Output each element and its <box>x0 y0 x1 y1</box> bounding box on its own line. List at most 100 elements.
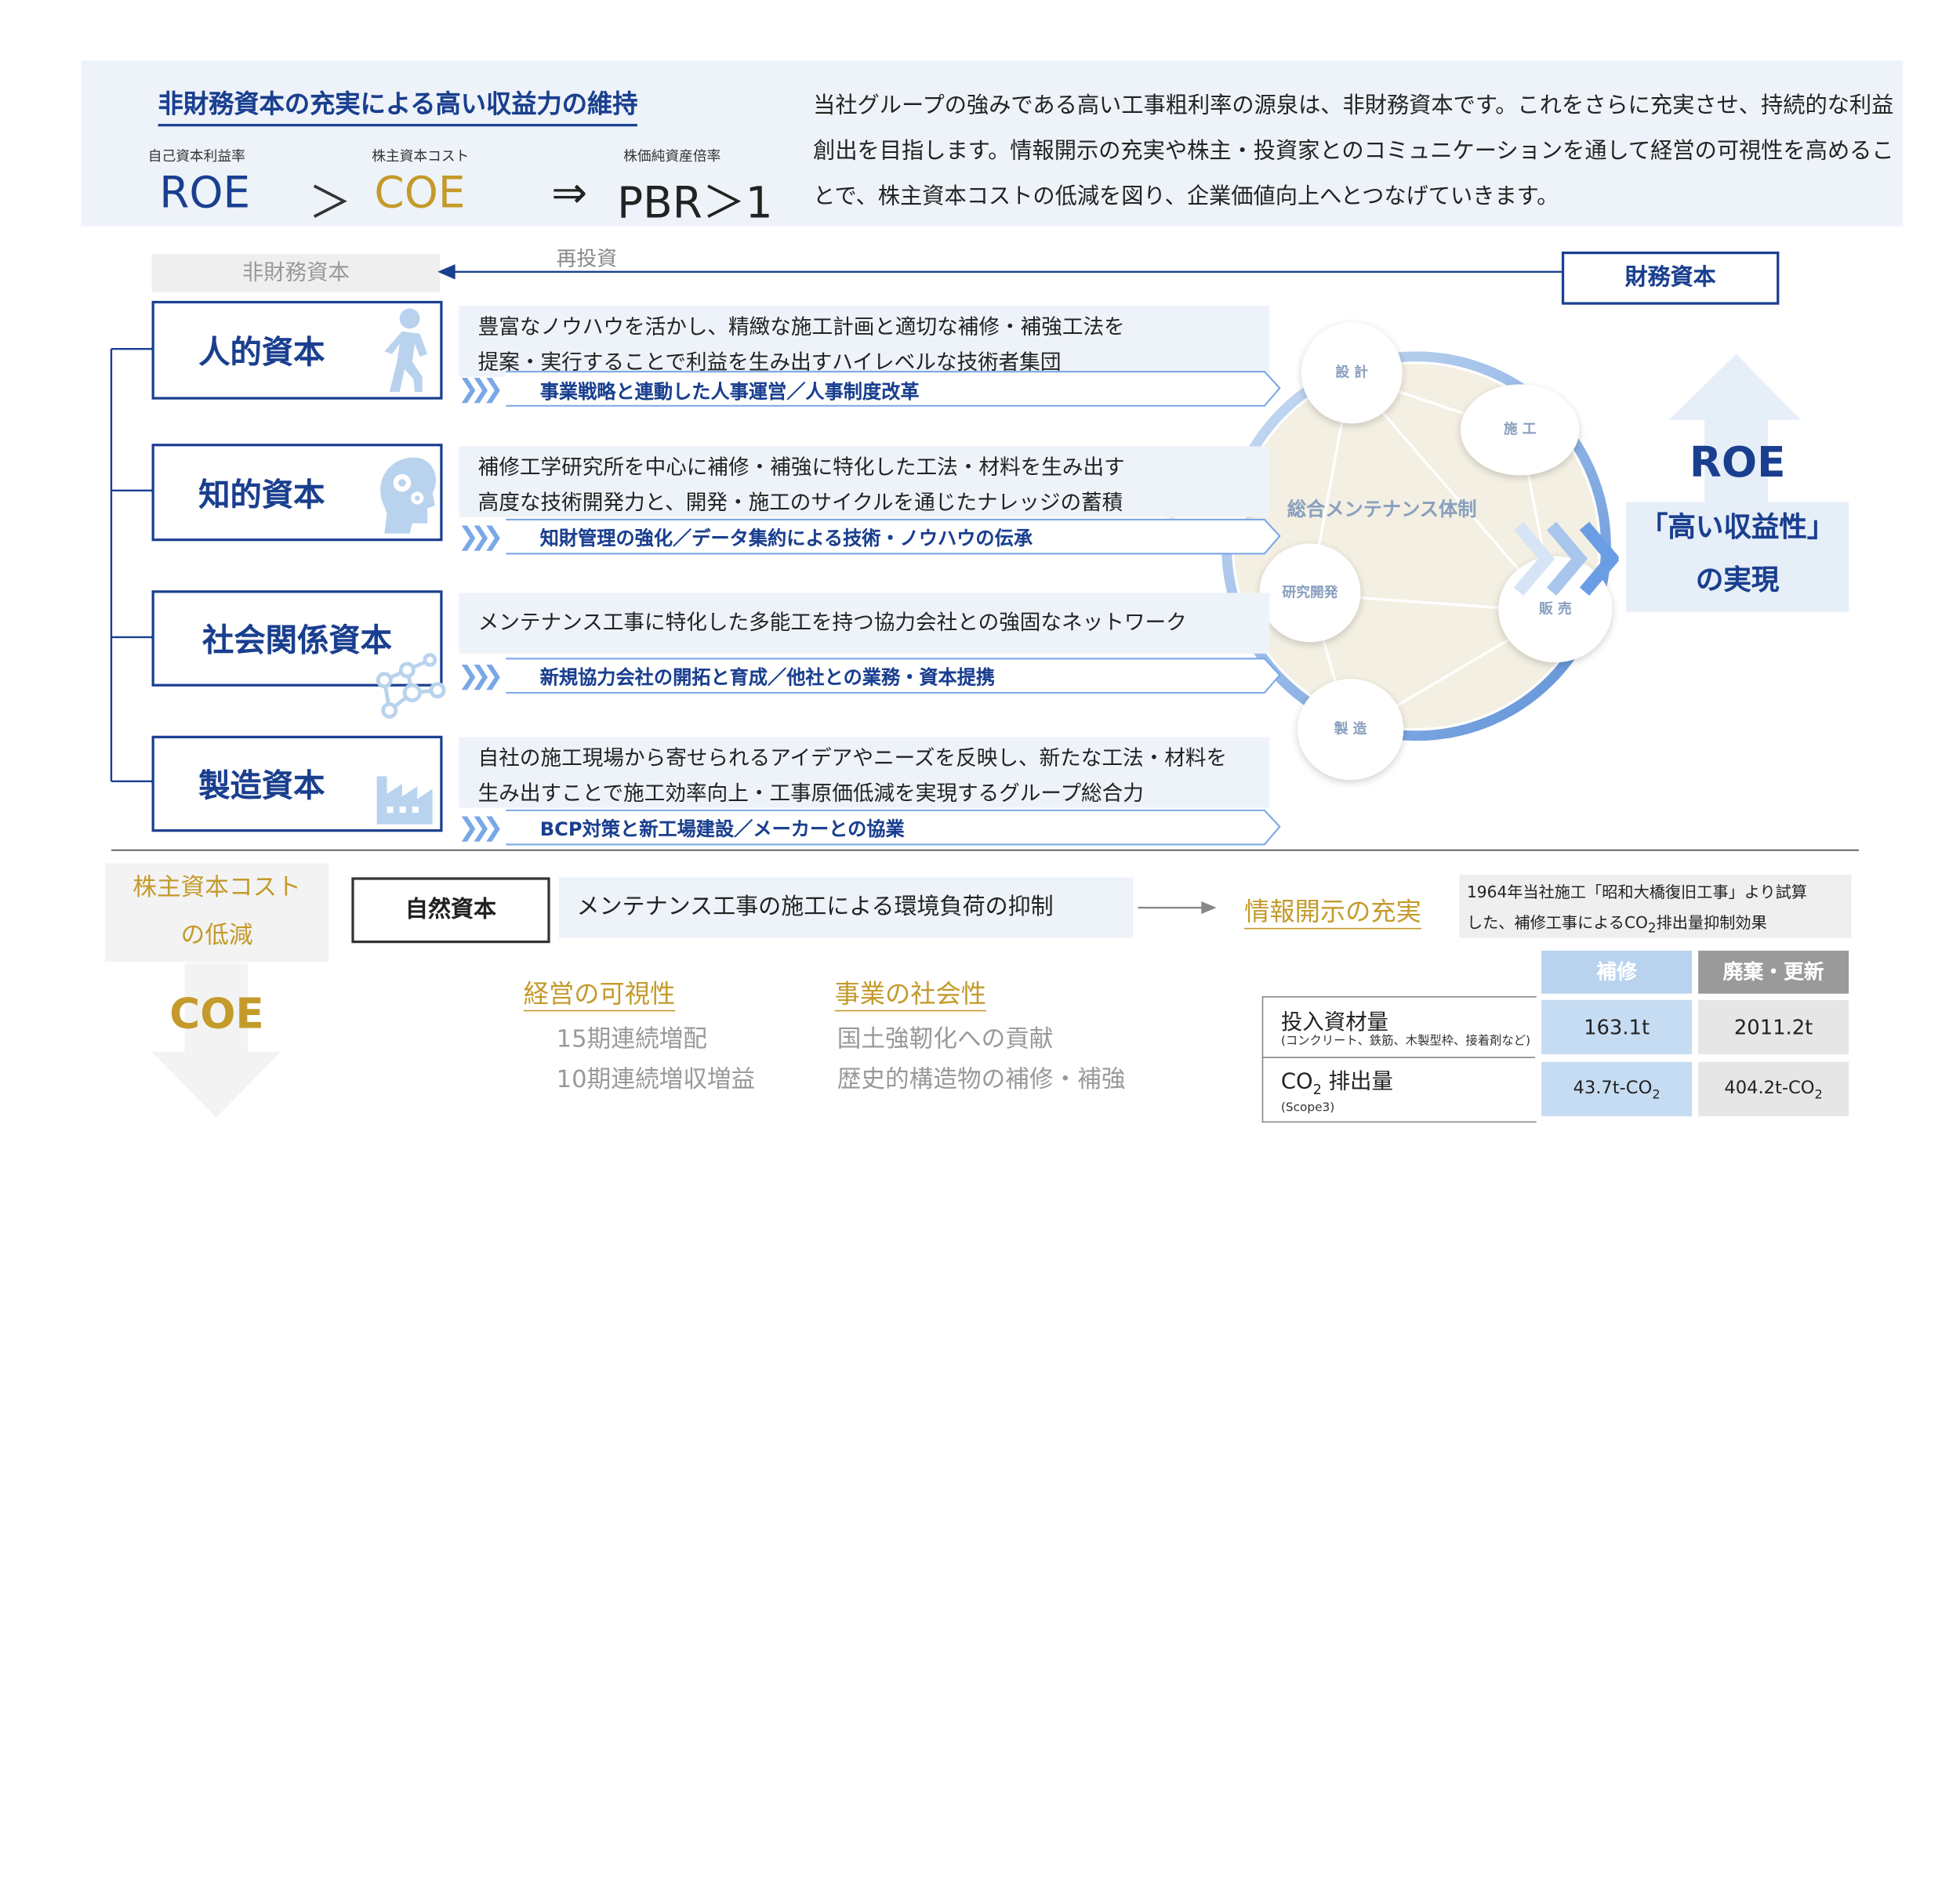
capital-box-social: 社会関係資本 <box>151 590 443 687</box>
strategy-manufactured: BCP対策と新工場建設／メーカーとの協業 <box>539 817 905 841</box>
column-header-replace: 廃棄・更新 <box>1698 950 1849 994</box>
factory-icon <box>376 776 433 825</box>
capital-desc-intellectual-line1: 補修工学研究所を中心に補修・補強に特化した工法・材料を生み出す <box>477 455 1125 480</box>
natural-capital-box: 自然資本 <box>351 877 550 944</box>
reinvest-arrow <box>437 264 1563 280</box>
capital-desc-social: メンテナンス工事に特化した多能工を持つ協力会社との強固なネットワーク <box>459 593 1270 654</box>
co2-note-line2-sub: 2 <box>1647 920 1657 937</box>
strategy-human: 事業戦略と連動した人事運営／人事制度改革 <box>539 380 920 404</box>
column-header-repair: 補修 <box>1541 950 1693 994</box>
cycle-node-manufacturing: 製 造 <box>1297 679 1404 781</box>
header-band <box>81 60 1904 227</box>
roe-result-line2: の実現 <box>1695 564 1780 597</box>
down-arrow-shaft <box>184 963 249 1055</box>
co2-note-line2: した、補修工事によるCO2排出量抑制効果 <box>1467 908 1844 944</box>
reinvest-label: 再投資 <box>556 246 618 271</box>
capital-title-social: 社会関係資本 <box>202 622 392 659</box>
up-arrow-icon <box>1669 353 1801 420</box>
capital-bracket <box>110 346 157 785</box>
down-arrow-icon <box>151 1051 281 1118</box>
row-label-materials: 投入資材量 (コンクリート、鉄筋、木製型枠、接着剤など) <box>1281 1011 1530 1049</box>
coe-title: COE <box>169 988 264 1039</box>
capital-title-intellectual: 知的資本 <box>198 476 325 513</box>
chevron-social-icon: ❯❯❯ <box>457 659 504 691</box>
natural-capital-desc: メンテナンス工事の施工による環境負荷の抑制 <box>558 877 1134 938</box>
capital-desc-intellectual-line2: 高度な技術開発力と、開発・施工のサイクルを通じたナレッジの蓄積 <box>477 490 1123 515</box>
disclosure-label: 情報開示の充実 <box>1244 891 1421 930</box>
capital-box-manufactured: 製造資本 <box>151 735 443 832</box>
co2-table-row-divider <box>1261 1057 1536 1058</box>
coe-caption: 株主資本コスト <box>372 147 470 165</box>
head-gears-icon <box>380 457 436 534</box>
strategy-social: 新規協力会社の開拓と育成／他社との業務・資本提携 <box>539 665 996 690</box>
row-label-co2-pre: CO <box>1280 1069 1313 1095</box>
row-label-co2-text: CO2 排出量 <box>1280 1069 1393 1098</box>
cell-co2-replace: 404.2t-CO2 <box>1698 1061 1849 1117</box>
row-label-co2: CO2 排出量 (Scope3) <box>1281 1071 1393 1117</box>
capital-desc-social-line1: メンテナンス工事に特化した多能工を持つ協力会社との強固なネットワーク <box>477 611 1187 635</box>
roe-caption: 自己資本利益率 <box>147 147 245 165</box>
implies-symbol: ⇒ <box>551 168 588 219</box>
pbr-caption: 株価純資産倍率 <box>623 147 721 165</box>
strategy-arrow-social <box>506 658 1281 694</box>
roe-result-line1: 「高い収益性」 <box>1639 512 1835 544</box>
visibility-item-2: 10期連続増収増益 <box>556 1065 756 1094</box>
roe-formula: ROE <box>159 168 251 219</box>
cell-co2-replace-value: 404.2t-CO <box>1724 1078 1815 1099</box>
sociality-item-1: 国土強靭化への貢献 <box>837 1025 1054 1053</box>
person-walking-icon <box>384 308 428 392</box>
capital-title-manufactured: 製造資本 <box>198 767 325 804</box>
cell-co2-replace-sub: 2 <box>1814 1088 1823 1103</box>
coe-reduction-line1: 株主資本コスト <box>132 873 301 901</box>
cell-co2-repair-value: 43.7t-CO <box>1573 1078 1653 1099</box>
strategy-intellectual: 知財管理の強化／データ集約による技術・ノウハウの伝承 <box>539 527 1033 550</box>
strategy-arrow-intellectual <box>506 518 1281 555</box>
capital-desc-human-line2: 提案・実行することで利益を生み出すハイレベルな技術者集団 <box>477 350 1062 375</box>
cell-co2-repair: 43.7t-CO2 <box>1541 1061 1693 1117</box>
capital-desc-human-line1: 豊富なノウハウを活かし、精緻な施工計画と適切な補修・補強工法を <box>477 314 1125 339</box>
row-label-co2-post: 排出量 <box>1321 1069 1393 1095</box>
network-icon <box>376 653 446 719</box>
coe-reduction-line2: の低減 <box>180 921 253 950</box>
cell-materials-replace: 2011.2t <box>1698 999 1849 1055</box>
capital-desc-intellectual: 補修工学研究所を中心に補修・補強に特化した工法・材料を生み出す 高度な技術開発力… <box>459 446 1270 517</box>
co2-note-line2-post: 排出量抑制効果 <box>1656 912 1767 932</box>
roe-result-box: 「高い収益性」 の実現 <box>1626 502 1849 612</box>
cycle-node-construction: 施 工 <box>1460 384 1580 476</box>
header-description: 当社グループの強みである高い工事粗利率の源泉は、非財務資本です。これをさらに充実… <box>813 93 1894 210</box>
section-divider <box>111 849 1859 851</box>
capital-desc-manufactured-line2: 生み出すことで施工効率向上・工事原価低減を実現するグループ総合力 <box>477 781 1144 806</box>
cell-materials-repair: 163.1t <box>1541 999 1693 1055</box>
roe-title: ROE <box>1689 437 1786 487</box>
business-sociality-title: 事業の社会性 <box>834 973 987 1012</box>
sociality-item-2: 歴史的構造物の補修・補強 <box>837 1065 1126 1094</box>
greater-than-symbol: ＞ <box>308 178 352 229</box>
chevron-to-roe-icon <box>1513 521 1619 596</box>
up-arrow-shaft <box>1704 417 1768 506</box>
chevron-human-icon: ❯❯❯ <box>457 372 504 404</box>
visibility-item-1: 15期連続増配 <box>556 1025 707 1053</box>
cycle-center-label: 総合メンテナンス体制 <box>1287 498 1477 521</box>
row-label-co2-sub: 2 <box>1312 1081 1322 1098</box>
capital-title-human: 人的資本 <box>198 333 325 371</box>
strategy-arrow-human <box>506 371 1281 407</box>
co2-table-note: 1964年当社施工「昭和大橋復旧工事」より試算 した、補修工事によるCO2排出量… <box>1459 875 1852 938</box>
cycle-node-design: 設 計 <box>1301 322 1403 424</box>
cycle-node-research: 研究開発 <box>1259 543 1361 643</box>
capital-desc-manufactured-line1: 自社の施工現場から寄せられるアイデアやニーズを反映し、新たな工法・材料を <box>477 745 1228 770</box>
capital-box-intellectual: 知的資本 <box>151 444 443 542</box>
chevron-intellectual-icon: ❯❯❯ <box>457 520 504 552</box>
coe-reduction-box: 株主資本コスト の低減 <box>104 863 329 963</box>
co2-note-line1: 1964年当社施工「昭和大橋復旧工事」より試算 <box>1466 882 1807 901</box>
pbr-formula: PBR＞1 <box>617 178 773 229</box>
chevron-manufactured-icon: ❯❯❯ <box>457 811 504 843</box>
row-label-materials-text: 投入資材量 <box>1280 1010 1388 1035</box>
capital-box-human: 人的資本 <box>151 300 443 400</box>
disclosure-arrow <box>1138 901 1217 915</box>
non-financial-capital-label: 非財務資本 <box>151 254 441 292</box>
coe-formula: COE <box>374 168 466 219</box>
page-title: 非財務資本の充実による高い収益力の維持 <box>158 83 638 127</box>
management-visibility-title: 経営の可視性 <box>523 973 676 1012</box>
capital-desc-manufactured: 自社の施工現場から寄せられるアイデアやニーズを反映し、新たな工法・材料を 生み出… <box>459 737 1270 808</box>
financial-capital-box: 財務資本 <box>1561 251 1780 305</box>
